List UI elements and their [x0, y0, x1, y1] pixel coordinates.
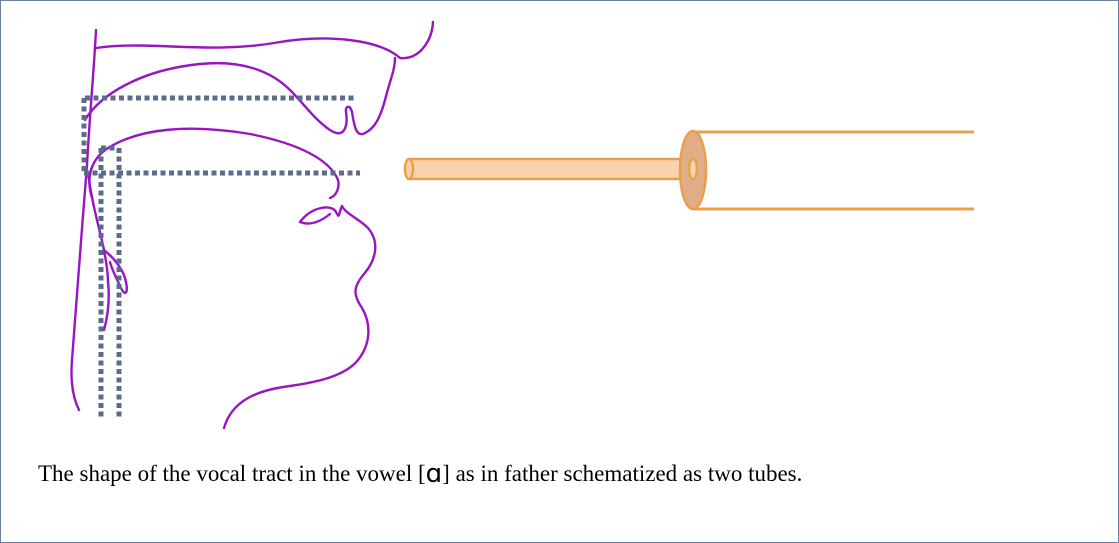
caption-text-before: The shape of the vocal tract in the vowe…: [38, 461, 426, 486]
narrow-tube: [407, 157, 696, 181]
vocal-tract-outline: [70, 20, 435, 430]
figure-caption: The shape of the vocal tract in the vowe…: [38, 458, 803, 489]
larynx-lower: [102, 280, 110, 332]
larynx: [102, 248, 128, 294]
dotted-tube-guides: [81, 95, 360, 418]
lower-lip-jaw: [222, 204, 377, 430]
upper-lip: [83, 56, 397, 136]
tongue: [88, 127, 340, 200]
tube-junction: [687, 157, 699, 181]
palate-line: [94, 20, 435, 60]
narrow-tube-open-end: [403, 157, 415, 181]
caption-text-after: ] as in father schematized as two tubes.: [442, 461, 803, 486]
two-tube-model: [403, 129, 974, 211]
pharynx-back-wall: [70, 28, 98, 412]
lower-lip-inner: [298, 212, 332, 225]
vowel-symbol: ɑ: [425, 459, 443, 489]
epiglottis: [86, 170, 110, 284]
